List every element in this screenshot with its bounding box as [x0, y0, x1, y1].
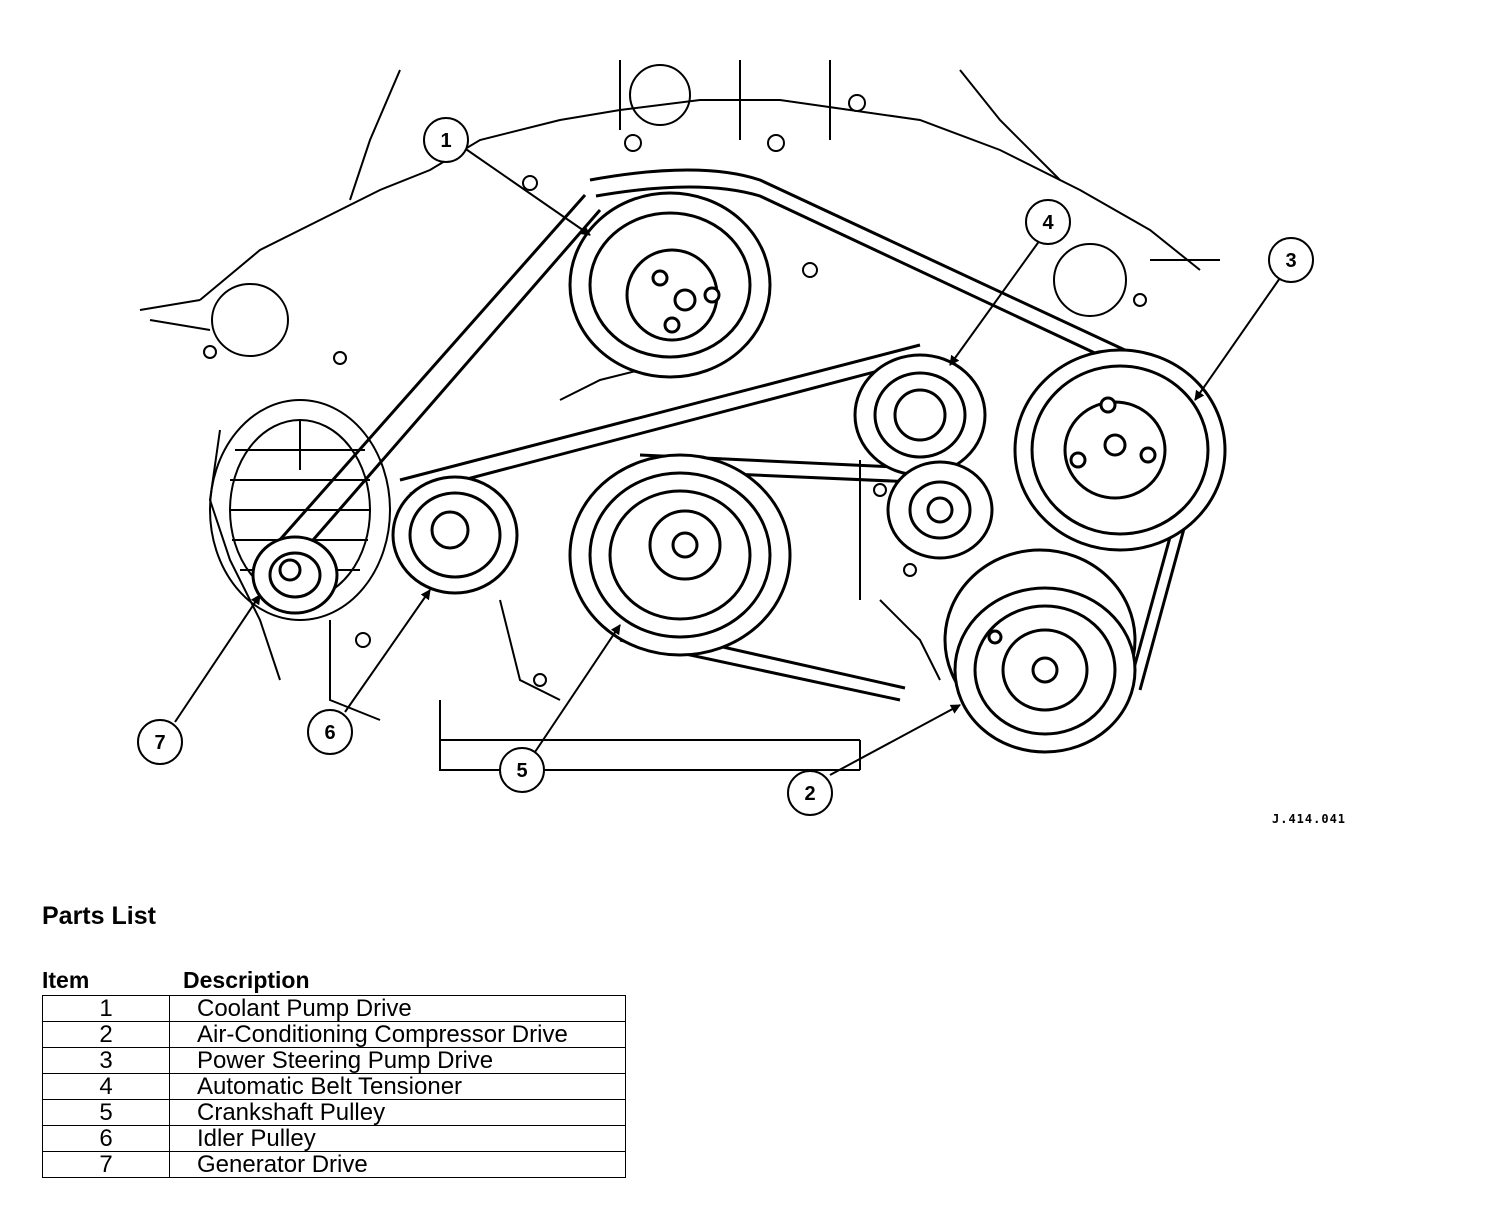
callout-arrow-3	[1194, 277, 1281, 401]
table-row: 1 Coolant Pump Drive	[42, 995, 626, 1022]
figure-code: J.414.041	[1272, 812, 1347, 826]
callout-2: 2	[787, 770, 833, 816]
table-row: 4 Automatic Belt Tensioner	[42, 1073, 626, 1100]
item-number: 4	[42, 1073, 170, 1100]
svg-text:5: 5	[516, 760, 527, 782]
item-number: 2	[42, 1021, 170, 1048]
item-number: 6	[42, 1125, 170, 1152]
item-description: Generator Drive	[169, 1151, 626, 1178]
table-row: 6 Idler Pulley	[42, 1125, 626, 1152]
table-row: 5 Crankshaft Pulley	[42, 1099, 626, 1126]
callout-arrows	[174, 144, 1281, 776]
svg-text:6: 6	[324, 722, 335, 744]
callout-3: 3	[1268, 237, 1314, 283]
callout-arrow-5	[534, 624, 621, 753]
pulley-crankshaft	[568, 453, 792, 657]
callout-arrow-6	[344, 589, 431, 713]
engine-bolts	[203, 94, 1147, 687]
item-number: 1	[42, 995, 170, 1022]
pulley-power-steering	[1013, 348, 1227, 552]
table-row: 7 Generator Drive	[42, 1151, 626, 1178]
item-number: 3	[42, 1047, 170, 1074]
header-item: Item	[42, 967, 90, 993]
item-number: 5	[42, 1099, 170, 1126]
item-description: Crankshaft Pulley	[169, 1099, 626, 1126]
pulley-coolant-pump	[568, 191, 772, 379]
pulley-tensioner-small	[886, 460, 994, 560]
pulley-idler	[391, 475, 519, 595]
callout-1: 1	[423, 117, 469, 163]
svg-text:3: 3	[1285, 250, 1296, 272]
callout-4: 4	[1025, 199, 1071, 245]
table-row: 2 Air-Conditioning Compressor Drive	[42, 1021, 626, 1048]
pulley-ac-compressor	[943, 548, 1137, 754]
parts-list: Parts List Item Description 1 Coolant Pu…	[42, 902, 626, 1178]
engine-block-outline	[139, 60, 1220, 771]
callout-5: 5	[499, 747, 545, 793]
upper-mounts	[211, 64, 1127, 357]
pulley-generator	[251, 535, 339, 615]
svg-text:2: 2	[804, 783, 815, 805]
item-description: Air-Conditioning Compressor Drive	[169, 1021, 626, 1048]
item-description: Idler Pulley	[169, 1125, 626, 1152]
callout-arrow-7	[174, 594, 261, 723]
item-description: Automatic Belt Tensioner	[169, 1073, 626, 1100]
svg-text:1: 1	[440, 130, 451, 152]
parts-table: 1 Coolant Pump Drive 2 Air-Conditioning …	[42, 995, 626, 1178]
callout-arrow-1	[459, 144, 591, 236]
diagram-svg: 1 4 3 7 6 5 2	[137, 60, 1314, 816]
svg-text:4: 4	[1042, 212, 1054, 234]
pulley-tensioner	[853, 353, 987, 477]
callout-arrow-4	[949, 239, 1041, 366]
parts-list-title: Parts List	[42, 902, 156, 930]
callout-6: 6	[307, 709, 353, 755]
generator-body	[209, 399, 391, 621]
svg-text:7: 7	[154, 732, 165, 754]
item-description: Coolant Pump Drive	[169, 995, 626, 1022]
item-description: Power Steering Pump Drive	[169, 1047, 626, 1074]
item-number: 7	[42, 1151, 170, 1178]
callout-7: 7	[137, 719, 183, 765]
callout-arrow-2	[829, 704, 961, 776]
belt-routing-diagram: 1 4 3 7 6 5 2 J.414.041	[137, 60, 1347, 826]
table-row: 3 Power Steering Pump Drive	[42, 1047, 626, 1074]
header-description: Description	[183, 967, 310, 993]
parts-table-header: Item Description	[42, 967, 626, 995]
